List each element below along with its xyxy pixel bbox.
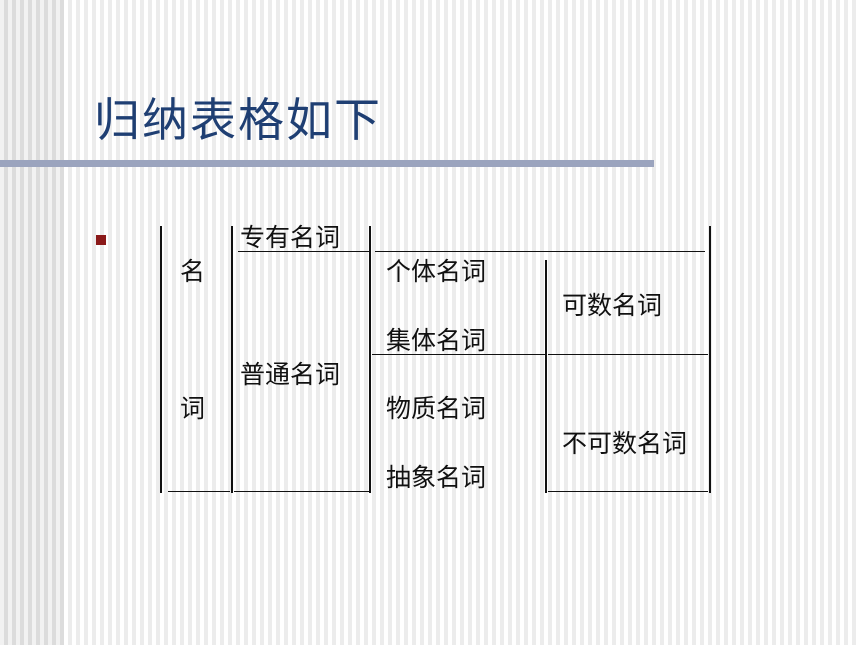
cell-material-noun: 物质名词	[386, 394, 487, 423]
table-divider-col3	[545, 260, 547, 493]
title-underline-rule	[0, 160, 654, 167]
left-stripe-band	[0, 0, 64, 645]
cell-common-noun: 普通名词	[240, 360, 341, 389]
table-divider-col2	[369, 226, 371, 493]
row-rule-top-right	[375, 251, 705, 252]
slide-title: 归纳表格如下	[94, 93, 382, 147]
row-rule-countable	[548, 354, 708, 355]
table-border-right	[709, 226, 711, 493]
cell-collective-noun: 集体名词	[386, 326, 487, 355]
row-rule-bottom-col4	[548, 491, 708, 492]
cell-countable-noun: 可数名词	[562, 291, 663, 320]
row-rule-bottom-col1	[168, 491, 230, 492]
cell-noun-char-1: 名	[180, 257, 206, 286]
cell-uncountable-noun: 不可数名词	[562, 429, 688, 458]
cell-individual-noun: 个体名词	[386, 257, 487, 286]
table-border-left	[160, 226, 162, 493]
cell-noun-char-2: 词	[180, 394, 206, 423]
row-rule-proper	[238, 251, 370, 252]
row-rule-collective	[372, 354, 546, 355]
cell-proper-noun: 专有名词	[240, 223, 341, 252]
cell-abstract-noun: 抽象名词	[386, 463, 487, 492]
table-divider-col1	[231, 226, 233, 493]
row-rule-bottom-col2	[234, 491, 370, 492]
bullet-square-icon	[96, 235, 106, 245]
